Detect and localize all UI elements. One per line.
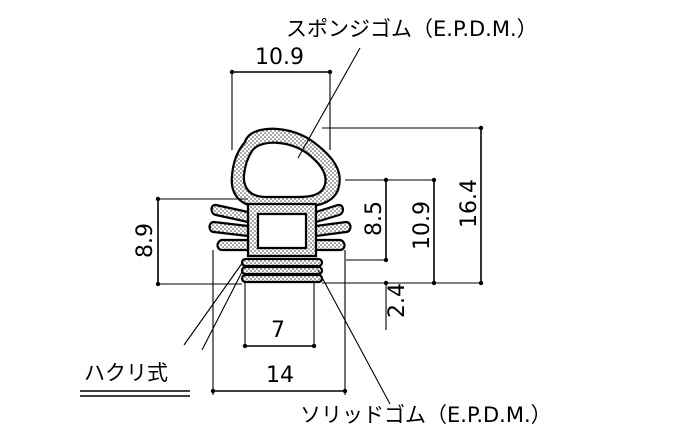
seal-body xyxy=(246,202,318,258)
dim-base-thickness-label: 2.4 xyxy=(385,283,410,318)
leader-peel-2 xyxy=(201,269,244,351)
fin-right-2 xyxy=(314,220,352,238)
leader-sponge xyxy=(297,47,361,159)
fin-right-3 xyxy=(314,238,346,252)
leader-solid xyxy=(317,269,391,405)
base-strip-3 xyxy=(240,273,324,284)
dim-height-total-label: 16.4 xyxy=(457,179,482,228)
fin-left-1 xyxy=(210,203,250,224)
fin-left-3 xyxy=(216,238,250,252)
dim-top-width-label: 10.9 xyxy=(255,45,304,70)
label-peel-type: ハクリ式 xyxy=(84,361,168,385)
base-strip-2 xyxy=(240,265,324,276)
dim-base-width-label: 14 xyxy=(266,363,294,388)
label-solid-rubber: ソリッドゴム（E.P.D.M.） xyxy=(300,403,552,427)
fin-right-1 xyxy=(314,203,345,224)
fin-left-2 xyxy=(208,220,250,238)
label-sponge-rubber: スポンジゴム（E.P.D.M.） xyxy=(286,17,538,41)
sponge-bulb xyxy=(230,127,341,209)
dim-height-a-label: 8.5 xyxy=(362,201,387,236)
dim-height-b-label: 10.9 xyxy=(410,201,435,250)
dim-core-width-label: 7 xyxy=(271,318,285,343)
base-strip-1 xyxy=(240,257,324,268)
leader-peel-1 xyxy=(183,261,244,346)
dim-left-height-label: 8.9 xyxy=(133,223,158,258)
